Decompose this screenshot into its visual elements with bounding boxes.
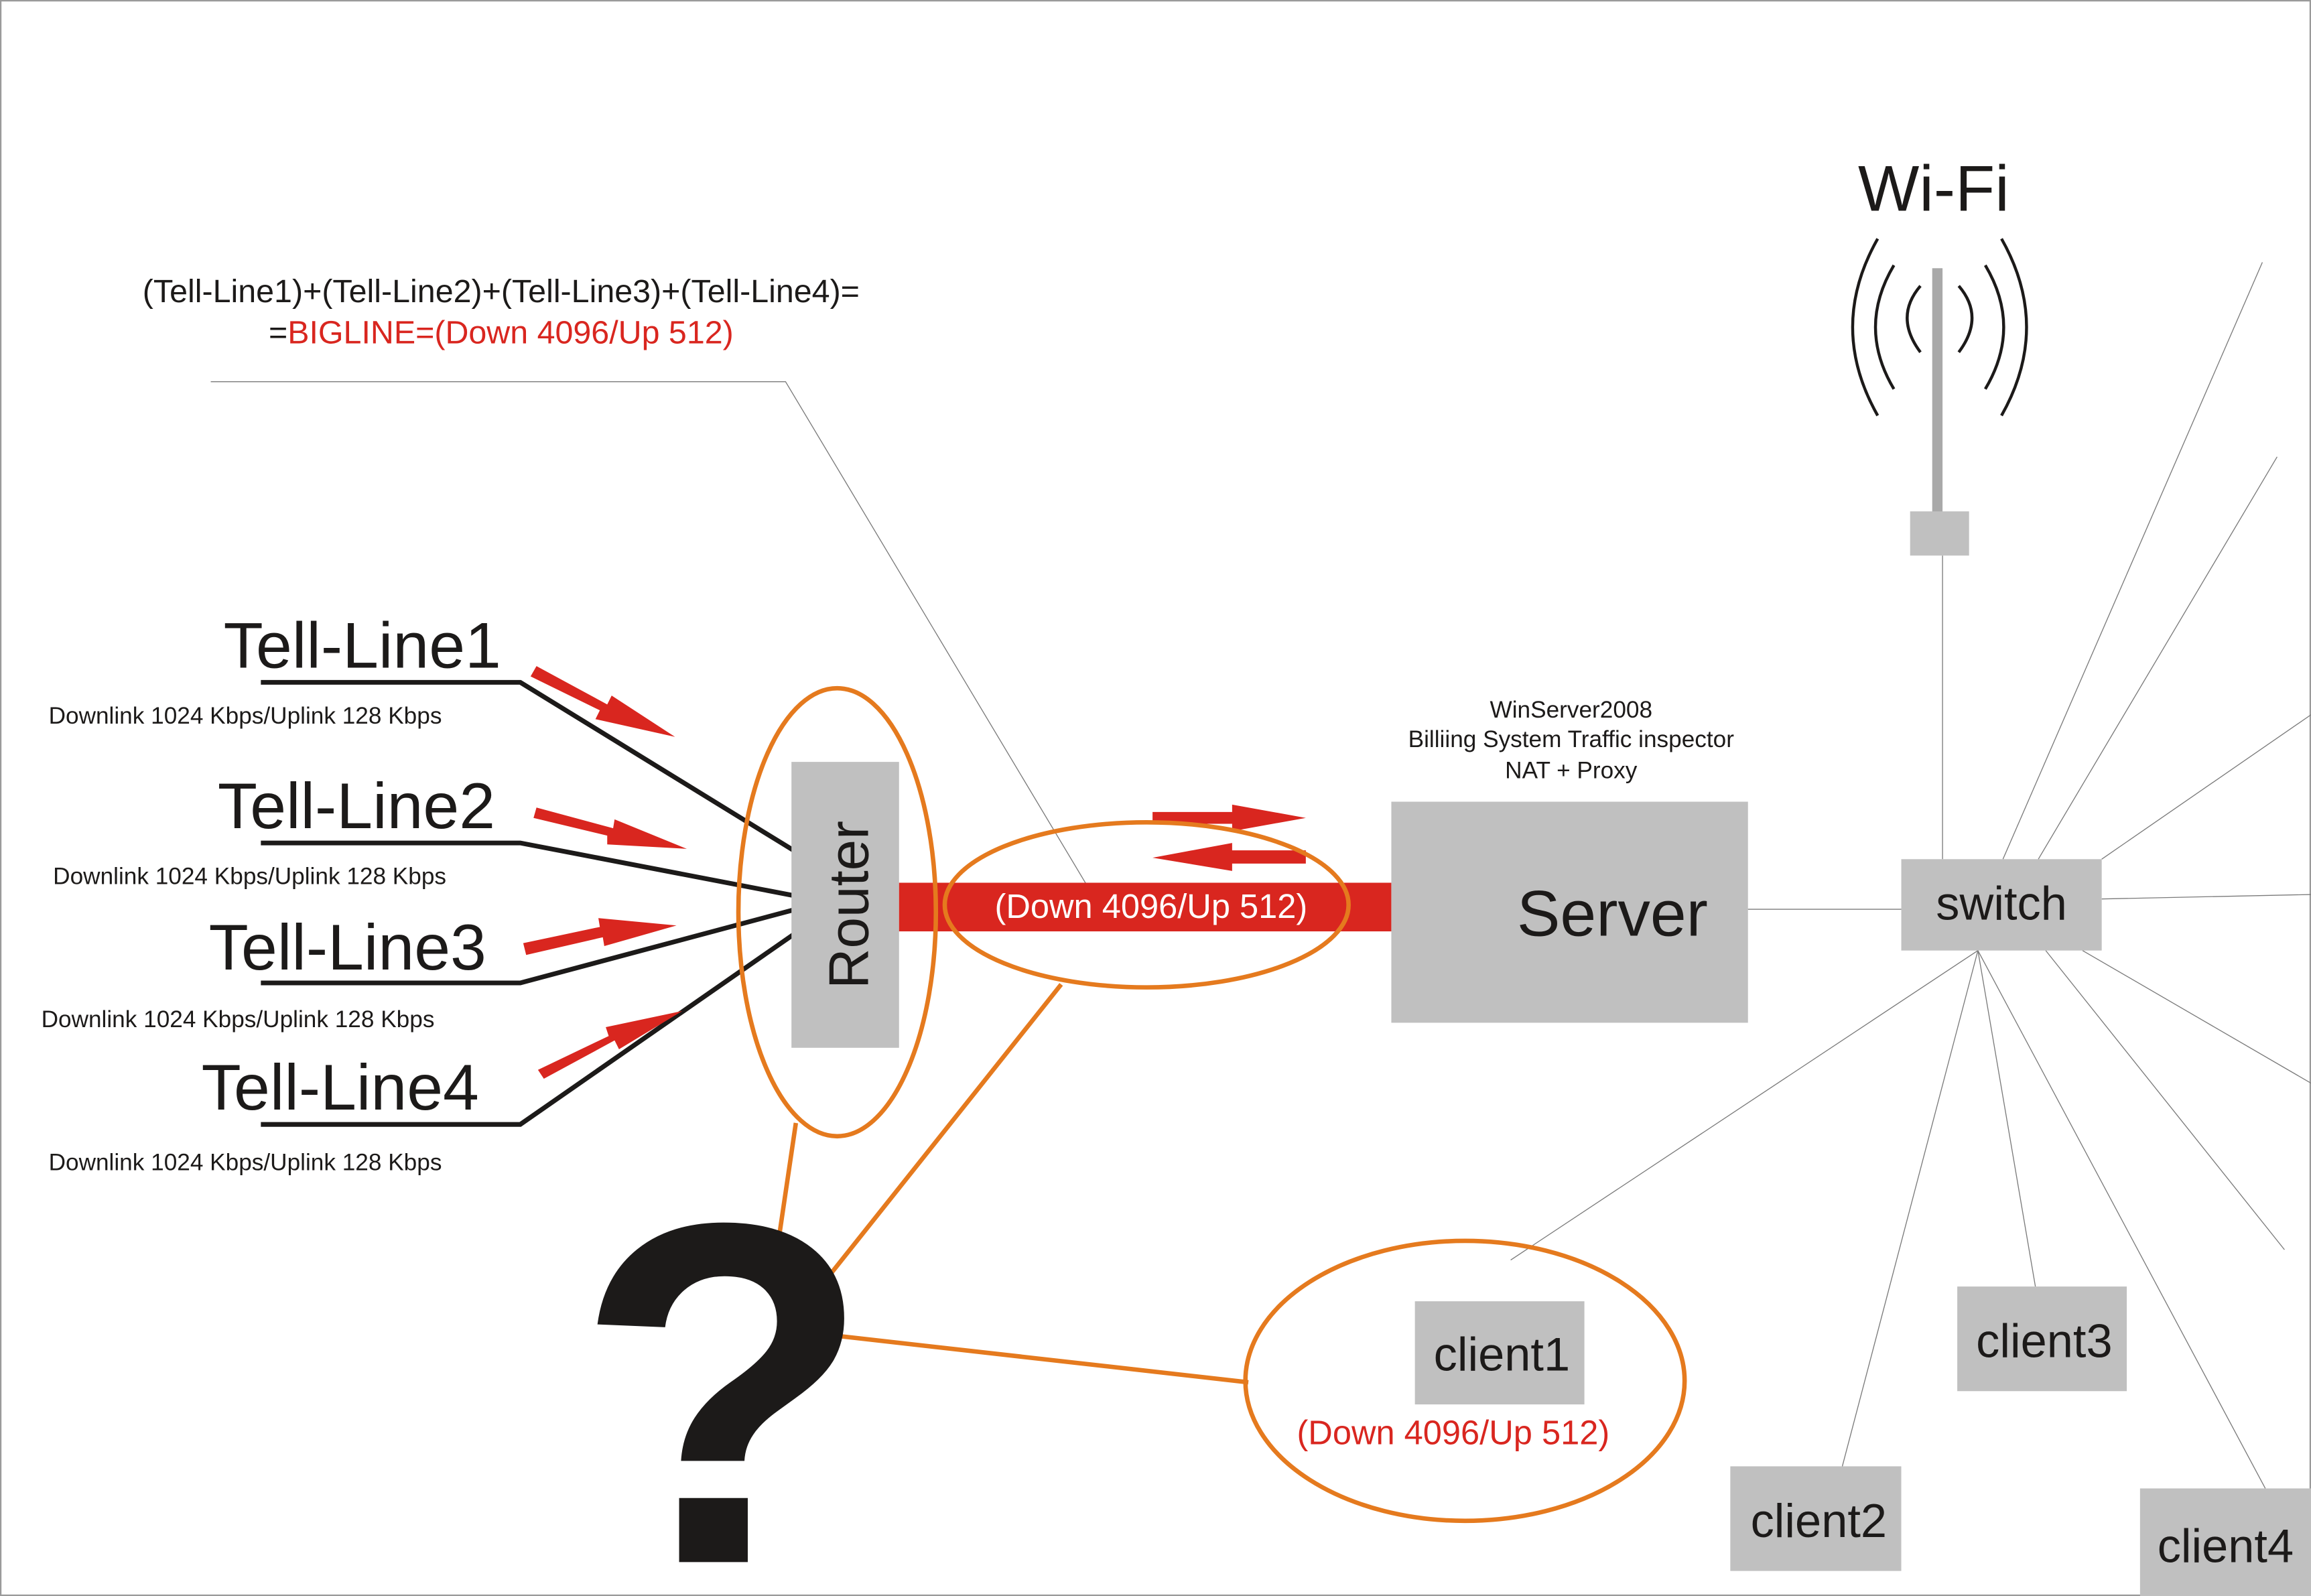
client-1-box[interactable] bbox=[1414, 1301, 1585, 1405]
server-desc-3: NAT + Proxy bbox=[1505, 757, 1638, 783]
spoke bbox=[1977, 950, 2266, 1489]
switch[interactable]: switch bbox=[1901, 859, 2102, 951]
client-1-note: (Down 4096/Up 512) bbox=[1297, 1413, 1609, 1451]
tell-line-3-wire bbox=[261, 907, 797, 986]
client-4[interactable]: client4 bbox=[2139, 1488, 2311, 1596]
bigline-pipe bbox=[899, 882, 1392, 932]
formula-leader-line bbox=[210, 381, 1092, 892]
tell-line-2-wire bbox=[261, 840, 797, 899]
spoke bbox=[1977, 950, 2036, 1287]
tell-line-1-speed: Downlink 1024 Kbps/Uplink 128 Kbps bbox=[49, 703, 442, 729]
switch-box[interactable] bbox=[1901, 859, 2102, 951]
arrow-downstream bbox=[1152, 843, 1306, 871]
client-1-label: client1 bbox=[1434, 1327, 1570, 1380]
bigline-highlight-ellipse bbox=[942, 819, 1351, 990]
callout-router bbox=[774, 1122, 799, 1254]
router-box[interactable] bbox=[791, 762, 899, 1048]
tell-line-4-speed: Downlink 1024 Kbps/Uplink 128 Kbps bbox=[49, 1149, 442, 1175]
server-box[interactable] bbox=[1391, 801, 1748, 1023]
arrow-in-3 bbox=[523, 918, 677, 955]
arrow-in-2 bbox=[533, 807, 687, 849]
tell-line-4-name: Tell-Line4 bbox=[202, 1051, 479, 1124]
client-3[interactable]: client3 bbox=[1957, 1286, 2127, 1392]
server[interactable]: WinServer2008 Billiing System Traffic in… bbox=[1391, 697, 1748, 1023]
wifi-access-point[interactable]: Wi-Fi bbox=[1851, 152, 2028, 860]
formula-line2-bigline: BIGLINE=(Down 4096/Up 512) bbox=[287, 314, 734, 350]
router-label: Router bbox=[817, 821, 880, 989]
server-desc-1: WinServer2008 bbox=[1490, 697, 1653, 723]
spoke bbox=[2002, 262, 2263, 860]
tell-line-3-name: Tell-Line3 bbox=[209, 911, 486, 984]
client-4-label: client4 bbox=[2158, 1519, 2294, 1572]
client-2-box[interactable] bbox=[1730, 1466, 1902, 1571]
server-label: Server bbox=[1517, 877, 1708, 950]
tell-line-1-wire bbox=[261, 679, 797, 854]
router[interactable]: Router bbox=[791, 762, 899, 1048]
spoke bbox=[1841, 950, 1979, 1467]
client-1[interactable]: client1 (Down 4096/Up 512) bbox=[1297, 1301, 1609, 1451]
client-3-label: client3 bbox=[1976, 1315, 2112, 1368]
arrow-in-1 bbox=[530, 666, 675, 737]
formula-line1: (Tell-Line1)+(Tell-Line2)+(Tell-Line3)+(… bbox=[143, 273, 860, 310]
tell-line-1-name: Tell-Line1 bbox=[224, 608, 501, 681]
tell-line-2-speed: Downlink 1024 Kbps/Uplink 128 Kbps bbox=[53, 864, 446, 890]
formula-line2-prefix: = bbox=[269, 314, 287, 350]
tell-line-2: Tell-Line2 Downlink 1024 Kbps/Uplink 128… bbox=[53, 769, 797, 899]
tell-line-4-wire bbox=[261, 931, 797, 1127]
spoke bbox=[1510, 950, 1979, 1261]
arrow-upstream bbox=[1152, 804, 1306, 832]
callout-client1 bbox=[817, 1331, 1249, 1385]
client-2-label: client2 bbox=[1751, 1494, 1887, 1547]
question-mark-icon: ? bbox=[575, 1122, 872, 1596]
spoke bbox=[2082, 950, 2311, 1084]
spoke bbox=[2038, 456, 2277, 860]
tell-line-3-speed: Downlink 1024 Kbps/Uplink 128 Kbps bbox=[42, 1006, 435, 1033]
wifi-signal-icon bbox=[1851, 238, 2028, 417]
tell-line-1: Tell-Line1 Downlink 1024 Kbps/Uplink 128… bbox=[49, 608, 797, 854]
client-2[interactable]: client2 bbox=[1730, 1466, 1902, 1571]
switch-label: switch bbox=[1936, 876, 2067, 929]
formula-line2: =BIGLINE=(Down 4096/Up 512) bbox=[269, 314, 734, 350]
spoke bbox=[2101, 894, 2311, 900]
switch-spokes bbox=[1510, 262, 2311, 1489]
tell-line-4: Tell-Line4 Downlink 1024 Kbps/Uplink 128… bbox=[49, 931, 797, 1175]
arrow-in-4 bbox=[537, 1010, 683, 1079]
client-3-box[interactable] bbox=[1957, 1286, 2127, 1392]
bigline-label: (Down 4096/Up 512) bbox=[995, 887, 1308, 925]
server-desc-2: Billiing System Traffic inspector bbox=[1408, 726, 1735, 752]
tell-line-3: Tell-Line3 Downlink 1024 Kbps/Uplink 128… bbox=[42, 907, 797, 1033]
antenna-base[interactable] bbox=[1910, 511, 1969, 556]
spoke bbox=[2101, 714, 2311, 860]
client-4-box[interactable] bbox=[2139, 1488, 2311, 1596]
router-highlight-ellipse bbox=[736, 685, 939, 1139]
antenna-mast bbox=[1932, 268, 1943, 513]
spoke bbox=[2045, 950, 2285, 1250]
wifi-label: Wi-Fi bbox=[1858, 152, 2009, 225]
callout-bigline bbox=[805, 983, 1063, 1305]
tell-line-2-name: Tell-Line2 bbox=[218, 769, 495, 842]
